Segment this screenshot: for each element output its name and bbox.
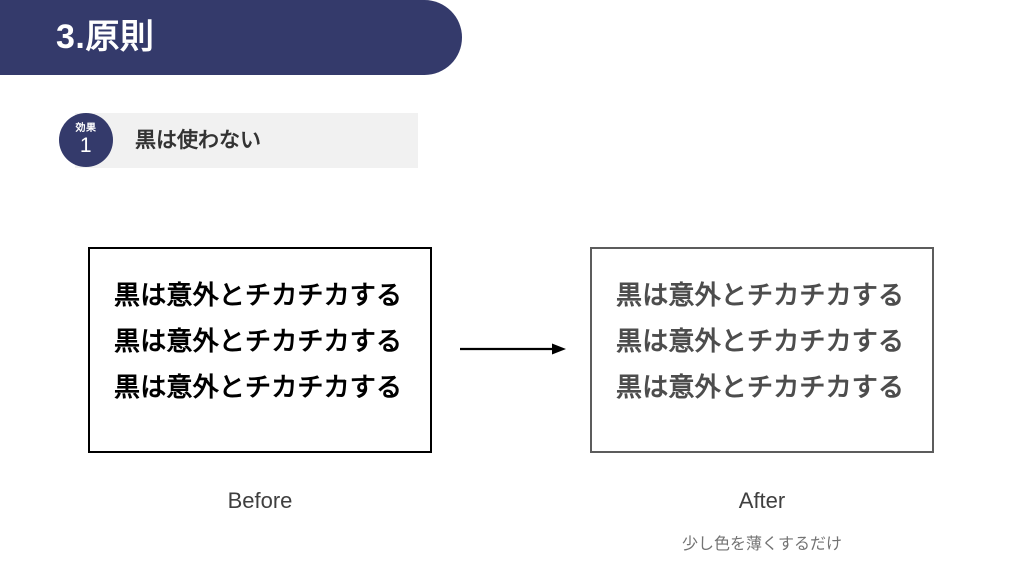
before-line: 黒は意外とチカチカする [114, 372, 403, 402]
before-panel-lines: 黒は意外とチカチカする 黒は意外とチカチカする 黒は意外とチカチカする [114, 272, 420, 410]
effect-label-band [75, 113, 418, 168]
effect-label-text: 黒は使わない [135, 129, 261, 152]
slide-header-bar: 3.原則 [0, 0, 462, 75]
before-caption: Before [227, 488, 293, 513]
after-line: 黒は意外とチカチカする [616, 372, 905, 402]
after-line: 黒は意外とチカチカする [616, 280, 905, 310]
before-line: 黒は意外とチカチカする [114, 280, 403, 310]
after-panel: 黒は意外とチカチカする 黒は意外とチカチカする 黒は意外とチカチカする [590, 247, 934, 453]
effect-badge-number: 1 [79, 134, 93, 157]
before-line: 黒は意外とチカチカする [114, 326, 403, 356]
after-caption: After [738, 488, 786, 513]
after-line: 黒は意外とチカチカする [616, 326, 905, 356]
after-subcaption: 少し色を薄くするだけ [681, 536, 842, 553]
effect-number-badge: 効果 1 [59, 113, 113, 167]
before-panel: 黒は意外とチカチカする 黒は意外とチカチカする 黒は意外とチカチカする [88, 247, 432, 453]
arrow-right-icon [458, 334, 568, 364]
effect-badge-kicker: 効果 [75, 123, 97, 134]
after-panel-lines: 黒は意外とチカチカする 黒は意外とチカチカする 黒は意外とチカチカする [616, 272, 922, 410]
page-title: 3.原則 [56, 18, 155, 56]
